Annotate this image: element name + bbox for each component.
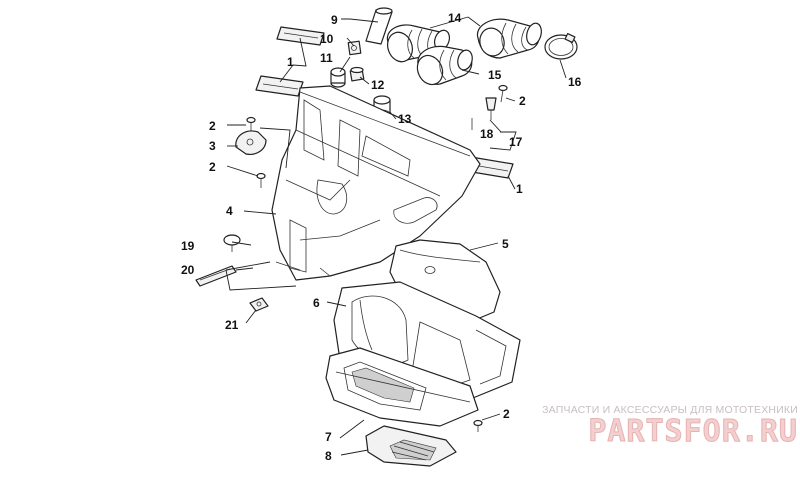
callout-14: 14 — [448, 11, 462, 25]
airbox-upper-housing-part-4 — [271, 85, 481, 281]
callout-9: 9 — [331, 13, 338, 27]
sleeve-part-9 — [365, 7, 393, 45]
callout-15: 15 — [488, 68, 502, 82]
grommet-part-11 — [330, 67, 346, 88]
callout-20: 20 — [181, 263, 195, 277]
push-rivet-part-19 — [223, 234, 241, 252]
callout-6: 6 — [313, 296, 320, 310]
intake-bellows-right-part-14 — [476, 18, 542, 59]
pad-part-1-left — [255, 75, 304, 97]
fastener-part-18 — [471, 97, 497, 130]
screw-part-2-left-lower — [256, 172, 266, 188]
intake-bellows-lower-part-15 — [416, 45, 473, 86]
callout-7: 7 — [325, 430, 332, 444]
mesh-screen-part-8 — [365, 425, 457, 467]
callout-2-right: 2 — [519, 94, 526, 108]
callout-16: 16 — [568, 75, 582, 89]
callout-18: 18 — [480, 127, 494, 141]
watermark: ЗАПЧАСТИ И АКСЕССУАРЫ ДЛЯ МОТОТЕХНИКИ PA… — [488, 404, 798, 448]
watermark-logo: PARTSFOR.RU — [588, 414, 798, 449]
plug-part-12 — [349, 66, 365, 82]
base-tray-part-7 — [325, 347, 479, 427]
callout-4: 4 — [226, 204, 233, 218]
callout-8: 8 — [325, 449, 332, 463]
screw-part-2-bottom — [473, 419, 483, 432]
pad-part-1-upper — [276, 26, 325, 46]
clip-part-21 — [249, 297, 269, 312]
callout-2-left-lower: 2 — [209, 160, 216, 174]
screw-part-2-right — [498, 84, 508, 103]
callout-1-upper: 1 — [287, 55, 294, 69]
callout-2-left-upper: 2 — [209, 119, 216, 133]
clip-part-10 — [347, 40, 362, 56]
callout-labels: 1 1 2 2 2 2 3 4 5 6 7 8 9 10 11 12 13 14… — [181, 11, 582, 463]
watermark-caption: ЗАПЧАСТИ И АКСЕССУАРЫ ДЛЯ МОТОТЕХНИКИ — [542, 404, 798, 416]
leader-lines — [225, 16, 567, 456]
callout-17: 17 — [509, 135, 523, 149]
callout-13: 13 — [398, 112, 412, 126]
callout-1-right: 1 — [516, 182, 523, 196]
callout-12: 12 — [371, 78, 385, 92]
callout-5: 5 — [502, 237, 509, 251]
callout-21: 21 — [225, 318, 239, 332]
callout-19: 19 — [181, 239, 195, 253]
callout-2-bottom: 2 — [503, 407, 510, 421]
screw-part-2-left-upper — [246, 116, 256, 132]
hose-clamp-part-16 — [544, 32, 578, 60]
callout-11: 11 — [320, 51, 333, 65]
callout-10: 10 — [320, 32, 334, 46]
callout-3: 3 — [209, 139, 216, 153]
bracket-part-3 — [235, 130, 267, 155]
